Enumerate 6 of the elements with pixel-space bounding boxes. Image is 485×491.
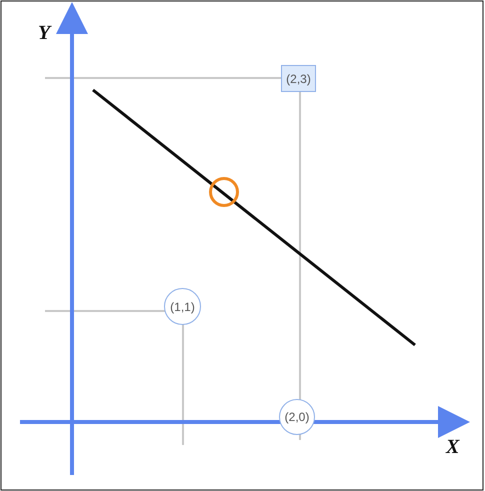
axis-label: Y <box>38 22 50 45</box>
point-label-box: (2,3) <box>281 65 316 92</box>
point-label-circle: (2,0) <box>279 399 315 435</box>
circle-marker <box>209 177 239 207</box>
point-label-circle: (1,1) <box>164 288 201 325</box>
axis-label: X <box>446 436 460 459</box>
